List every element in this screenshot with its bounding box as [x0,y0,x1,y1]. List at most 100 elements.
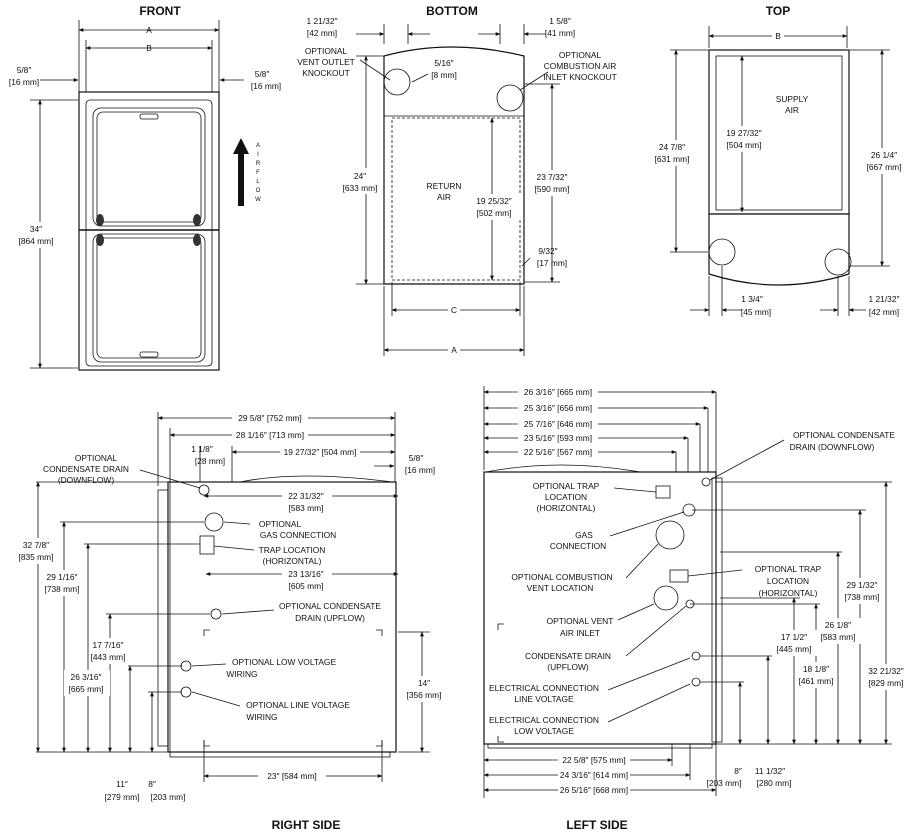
bottom-h-in: 24″ [354,171,366,181]
top-l-mm: [631 mm] [655,154,690,164]
top-left-knockout-icon [708,238,736,266]
top-view-title: TOP [766,4,790,18]
right-gas-l1: OPTIONAL [259,519,302,529]
left-cv-l1: OPTIONAL COMBUSTION [511,572,612,582]
front-latch-left [96,214,104,246]
air-knockout-l1: OPTIONAL [559,50,602,60]
left-ell-l1: ELECTRICAL CONNECTION [489,715,599,725]
bottom-view: 1 21/32″ [42 mm] 1 5/8″ [41 mm] OPTIONAL… [297,16,617,356]
right-cabinet [167,481,397,753]
left-h5-mm: [461 mm] [799,676,834,686]
vent-knockout-l1: OPTIONAL [305,46,348,56]
bottom-r-mm: [41 mm] [545,28,575,38]
right-d1-in: 22 31/32″ [288,491,324,501]
supply-air-l1: SUPPLY [776,94,809,104]
right-cd-l1: OPTIONAL [75,453,118,463]
right-h3-in: 17 7/16″ [93,640,124,650]
left-h5-in: 18 1/8″ [803,664,829,674]
left-gas-l2: CONNECTION [550,541,606,551]
right-s-mm: [28 mm] [195,456,225,466]
right-side-view-title: RIGHT SIDE [272,818,341,832]
left-cv-l2: VENT LOCATION [527,583,594,593]
left-cdu-l2: (UPFLOW) [547,662,589,672]
right-cd-l3: (DOWNFLOW) [58,475,114,485]
top-b2-in: 1 21/32″ [869,294,900,304]
left-b4-in: 8″ [734,766,742,776]
top-r-mm: [667 mm] [867,162,902,172]
bottom-r2-in: 23 7/32″ [537,172,568,182]
right-trap-l2: (HORIZONTAL) [263,556,322,566]
right-d2-mm: [605 mm] [289,581,324,591]
bottom-in-in: 19 25/32″ [476,196,512,206]
left-va-l2: AIR INLET [560,628,600,638]
bottom-nine-in: 9/32″ [538,246,557,256]
left-h1-mm: [738 mm] [845,592,880,602]
right-h5-in: 14″ [418,678,430,688]
right-d2-in: 23 13/16″ [288,569,324,579]
right-h1-mm: [835 mm] [19,552,54,562]
right-d1-mm: [583 mm] [289,503,324,513]
svg-text:O: O [256,188,261,194]
right-b2-mm: [203 mm] [151,792,186,802]
bottom-nine-mm: [17 mm] [537,258,567,268]
left-b3: 26 5/16″ [668 mm] [560,785,628,795]
left-ot-l3: (HORIZONTAL) [537,503,596,513]
left-w5: 22 5/16″ [567 mm] [524,447,592,457]
bottom-l-mm: [42 mm] [307,28,337,38]
right-h3-mm: [443 mm] [91,652,126,662]
left-el-l1: ELECTRICAL CONNECTION [489,683,599,693]
left-w3: 25 7/16″ [646 mm] [524,419,592,429]
bottom-cabinet [383,46,525,285]
right-line-l1: OPTIONAL LINE VOLTAGE [246,700,350,710]
left-b4-mm: [203 mm] [707,778,742,788]
right-lv-l1: OPTIONAL LOW VOLTAGE [232,657,336,667]
top-b2-mm: [42 mm] [869,307,899,317]
right-e-mm: [16 mm] [405,465,435,475]
right-w1: 29 5/8″ [752 mm] [238,413,301,423]
bottom-view-title: BOTTOM [426,4,478,18]
left-h3-in: 26 1/8″ [825,620,851,630]
bottom-in-mm: [502 mm] [477,208,512,218]
bottom-air-knockout-icon [496,84,524,112]
left-h4-mm: [829 mm] [869,678,904,688]
right-h4-mm: [665 mm] [69,684,104,694]
bottom-r2-mm: [590 mm] [535,184,570,194]
right-h1-in: 32 7/8″ [23,540,49,550]
bottom-dim-a: A [451,345,457,355]
left-b1: 22 5/8″ [575 mm] [562,755,625,765]
right-s-in: 1 1/8″ [191,444,213,454]
svg-text:F: F [256,170,260,176]
front-dim-a: A [146,25,152,35]
right-e-in: 5/8″ [409,453,424,463]
front-side-mm: [16 mm] [9,77,39,87]
left-cabinet [483,471,717,745]
return-air-l1: RETURN [427,181,462,191]
bottom-small-mm: [8 mm] [431,70,457,80]
svg-text:R: R [256,161,261,167]
left-otr-l2: LOCATION [767,576,809,586]
right-w3: 19 27/32″ [504 mm] [284,447,357,457]
right-lv-l2: WIRING [226,669,257,679]
right-bw: 23″ [584 mm] [267,771,317,781]
left-otr-l1: OPTIONAL TRAP [755,564,822,574]
svg-text:A: A [256,143,260,149]
right-w2: 28 1/16″ [713 mm] [236,430,304,440]
right-side-view: 29 5/8″ [752 mm] 28 1/16″ [713 mm] 19 27… [14,412,444,802]
top-r-in: 26 1/4″ [871,150,897,160]
left-el-l2: LINE VOLTAGE [514,694,574,704]
right-h2-in: 29 1/16″ [47,572,78,582]
left-cd-l2: DRAIN (DOWNFLOW) [790,442,875,452]
left-side-view-title: LEFT SIDE [566,818,627,832]
bottom-dim-c: C [451,305,457,315]
right-up-l2: DRAIN (UPFLOW) [295,613,365,623]
left-b2: 24 3/16″ [614 mm] [560,770,628,780]
front-side2-in: 5/8″ [255,69,270,79]
left-ell-l2: LOW VOLTAGE [514,726,574,736]
right-b1-in: 11″ [116,779,128,789]
right-cd-upflow-icon [210,608,222,620]
front-height-mm: [864 mm] [19,236,54,246]
left-w1: 26 3/16″ [665 mm] [524,387,592,397]
supply-air-l2: AIR [785,105,799,115]
right-trap-icon [199,535,215,555]
